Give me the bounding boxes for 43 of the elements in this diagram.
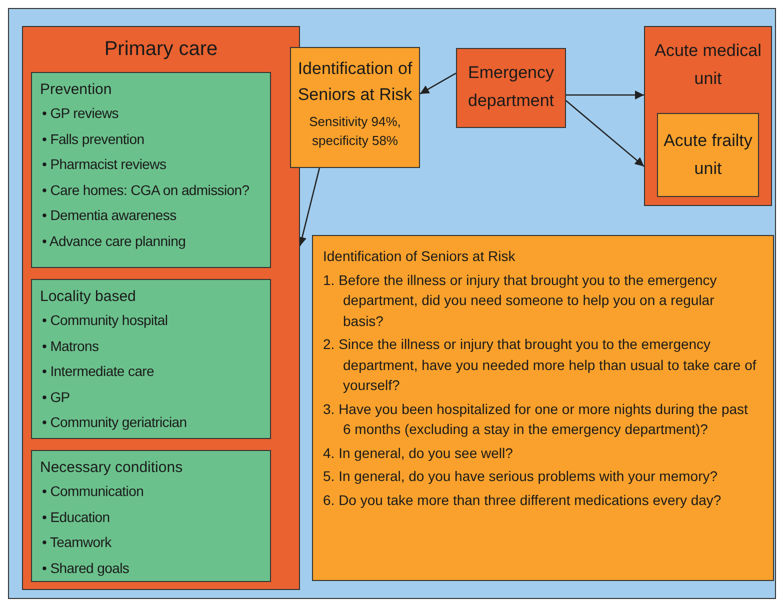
list-item: • Community hospital bbox=[42, 311, 169, 330]
list-item: • Shared goals bbox=[42, 558, 130, 578]
list-item: • Falls prevention bbox=[42, 130, 146, 149]
unit-box bbox=[644, 26, 772, 206]
question-text: 1. Before the illness or injury that brought you to the emergency department, did you need someone to help you on a regular basis? bbox=[323, 270, 718, 330]
note-text: Sensitivity 94%, specificity 58% bbox=[308, 113, 402, 150]
category-box bbox=[31, 72, 271, 268]
list-item: • Communication bbox=[42, 482, 145, 501]
unit-box bbox=[657, 113, 759, 197]
list-item: • Intermediate care bbox=[42, 362, 156, 381]
heading: Acute medical unit bbox=[654, 40, 762, 90]
question-text: 3. Have you been hospitalized for one or more nights during the past 6 months (excluding a stay in the emergency department)? bbox=[323, 400, 749, 439]
heading: Primary care bbox=[103, 37, 219, 62]
department-box bbox=[456, 48, 566, 128]
list-item: • Care homes: CGA on admission? bbox=[42, 180, 250, 200]
heading: Acute frailty unit bbox=[662, 130, 754, 180]
care-panel bbox=[22, 26, 300, 590]
question-text: 6. Do you take more than three different medications every day? bbox=[323, 490, 722, 510]
arrow bbox=[420, 72, 456, 94]
question-text: 2. Since the illness or injury that brought you to the emergency department, have you needed more help than usual to take care of yourself? bbox=[323, 335, 757, 395]
question-text: 5. In general, do you have serious problems with your memory? bbox=[323, 467, 719, 486]
category-box bbox=[31, 450, 271, 582]
list-item: • GP bbox=[42, 388, 71, 406]
list-item: • Teamwork bbox=[42, 533, 112, 552]
arrow bbox=[566, 100, 644, 167]
list-item: • Dementia awareness bbox=[42, 206, 178, 225]
list-item: • Advance care planning bbox=[42, 232, 187, 251]
heading: Identification of Seniors at Risk bbox=[296, 58, 414, 106]
arrow bbox=[566, 90, 644, 100]
heading: Necessary conditions bbox=[40, 458, 184, 478]
heading: Prevention bbox=[40, 80, 113, 100]
question-text: 4. In general, do you see well? bbox=[323, 444, 514, 463]
list-item: • GP reviews bbox=[42, 104, 120, 123]
list-item: • Pharmacist reviews bbox=[42, 155, 168, 174]
heading: Emergency department bbox=[467, 62, 555, 112]
heading: Identification of Seniors at Risk bbox=[323, 247, 516, 266]
list-item: • Matrons bbox=[42, 336, 100, 356]
heading: Locality based bbox=[40, 287, 137, 307]
tool-box bbox=[290, 47, 420, 168]
questionnaire-box bbox=[312, 235, 774, 581]
category-box bbox=[31, 279, 271, 439]
list-item: • Community geriatrician bbox=[42, 413, 188, 432]
list-item: • Education bbox=[42, 508, 111, 526]
